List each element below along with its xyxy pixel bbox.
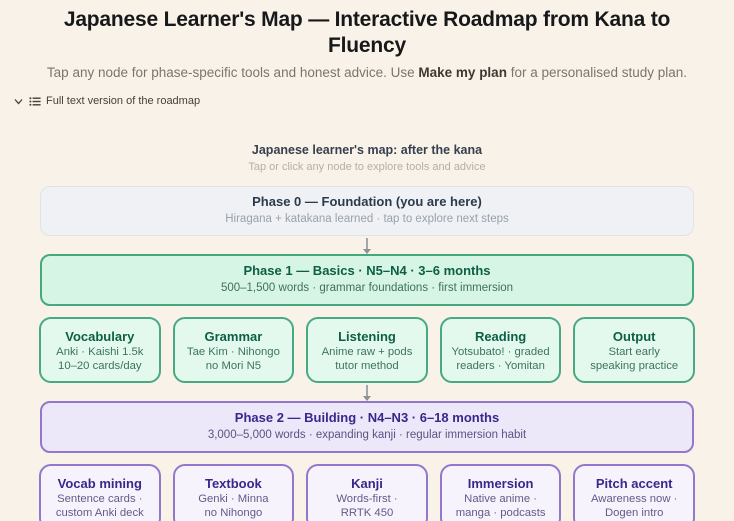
page-subtitle-suffix: for a personalised study plan.: [506, 65, 688, 80]
node-immersion[interactable]: Immersion Native anime · manga · podcast…: [439, 464, 562, 521]
node-listening-line2: tutor method: [335, 360, 399, 372]
node-output-line1: Start early: [608, 346, 660, 358]
node-immersion-title: Immersion: [467, 476, 534, 491]
node-kanji-line1: Words-first ·: [336, 493, 398, 505]
node-vocabulary-title: Vocabulary: [65, 329, 135, 344]
connector-phase0-phase1: [0, 238, 734, 254]
node-grammar-title: Grammar: [204, 329, 263, 344]
phase0-title: Phase 0 — Foundation (you are here): [252, 194, 482, 209]
phase0-subtitle: Hiragana + katakana learned · tap to exp…: [225, 213, 509, 225]
phase2-title: Phase 2 — Building · N4–N3 · 6–18 months: [234, 410, 500, 425]
node-output-line2: speaking practice: [590, 360, 679, 372]
node-textbook-title: Textbook: [204, 476, 262, 491]
page-header: Japanese Learner's Map — Interactive Roa…: [0, 0, 734, 107]
phase1-subtitle: 500–1,500 words · grammar foundations · …: [220, 282, 514, 294]
diagram-title: Japanese learner's map: after the kana: [251, 143, 483, 157]
full-text-toggle[interactable]: Full text version of the roadmap: [13, 95, 200, 107]
node-pitch-accent-line1: Awareness now ·: [590, 493, 678, 505]
node-kanji-title: Kanji: [351, 476, 383, 491]
node-textbook-line2: no Nihongo: [204, 507, 263, 519]
page-subtitle-prefix: Tap any node for phase-specific tools an…: [46, 65, 419, 80]
node-output[interactable]: Output Start early speaking practice: [573, 317, 695, 383]
node-textbook-line1: Genki · Minna: [198, 493, 269, 505]
connector-row1-phase2: [0, 385, 734, 401]
node-vocab-mining-line2: custom Anki deck: [55, 507, 144, 519]
node-pitch-accent[interactable]: Pitch accent Awareness now · Dogen intro: [573, 464, 695, 521]
node-immersion-line2: manga · podcasts: [455, 507, 546, 519]
node-pitch-accent-title: Pitch accent: [595, 476, 673, 491]
node-grammar-line1: Tae Kim · Nihongo: [186, 346, 280, 358]
phase2-node-row: Vocab mining Sentence cards · custom Ank…: [39, 464, 695, 521]
node-textbook[interactable]: Textbook Genki · Minna no Nihongo: [172, 464, 295, 521]
roadmap-diagram: Japanese learner's map: after the kana T…: [0, 143, 734, 521]
node-reading-line2: readers · Yomitan: [456, 360, 545, 372]
phase2-node[interactable]: Phase 2 — Building · N4–N3 · 6–18 months…: [40, 401, 694, 453]
node-vocab-mining-line1: Sentence cards ·: [57, 493, 143, 505]
node-pitch-accent-line2: Dogen intro: [604, 507, 664, 519]
phase0-node[interactable]: Phase 0 — Foundation (you are here) Hira…: [40, 186, 694, 236]
phase1-title: Phase 1 — Basics · N5–N4 · 3–6 months: [243, 263, 491, 278]
make-my-plan-emphasis: Make my plan: [418, 65, 507, 80]
node-kanji-line2: RRTK 450: [340, 507, 394, 519]
phase1-node[interactable]: Phase 1 — Basics · N5–N4 · 3–6 months 50…: [40, 254, 694, 306]
full-text-toggle-label[interactable]: Full text version of the roadmap: [46, 95, 201, 107]
node-vocabulary-line1: Anki · Kaishi 1.5k: [56, 346, 144, 358]
chevron-down-icon[interactable]: [13, 96, 24, 107]
node-reading-title: Reading: [474, 329, 527, 344]
node-vocabulary[interactable]: Vocabulary Anki · Kaishi 1.5k 10–20 card…: [39, 317, 161, 383]
node-vocabulary-line2: 10–20 cards/day: [58, 360, 142, 372]
node-reading-line1: Yotsubato! · graded: [451, 346, 550, 358]
diagram-subtitle: Tap or click any node to explore tools a…: [248, 161, 486, 173]
node-vocab-mining[interactable]: Vocab mining Sentence cards · custom Ank…: [39, 464, 161, 521]
node-reading[interactable]: Reading Yotsubato! · graded readers · Yo…: [439, 317, 562, 383]
phase2-subtitle: 3,000–5,000 words · expanding kanji · re…: [207, 429, 527, 441]
node-grammar-line2: no Mori N5: [205, 360, 262, 372]
node-listening-title: Listening: [338, 329, 396, 344]
node-listening[interactable]: Listening Anime raw + pods tutor method: [306, 317, 428, 383]
node-vocab-mining-title: Vocab mining: [57, 476, 142, 491]
node-grammar[interactable]: Grammar Tae Kim · Nihongo no Mori N5: [172, 317, 295, 383]
page-title: Japanese Learner's Map — Interactive Roa…: [63, 8, 671, 57]
phase1-node-row: Vocabulary Anki · Kaishi 1.5k 10–20 card…: [39, 317, 695, 383]
node-immersion-line1: Native anime ·: [464, 493, 538, 505]
node-kanji[interactable]: Kanji Words-first · RRTK 450: [306, 464, 428, 521]
page-subtitle: Tap any node for phase-specific tools an…: [0, 65, 734, 80]
list-icon: [29, 96, 41, 107]
node-listening-line1: Anime raw + pods: [321, 346, 413, 358]
node-output-title: Output: [612, 329, 656, 344]
